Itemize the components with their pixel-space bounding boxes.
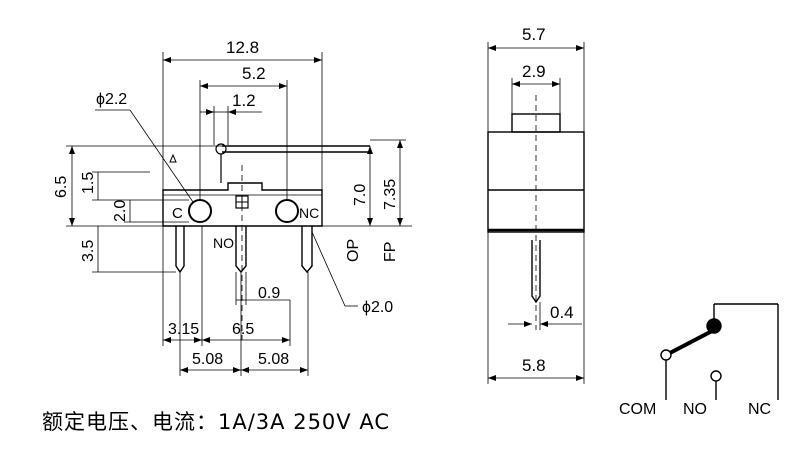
dim-left-pin-offset: 3.15 bbox=[168, 321, 199, 338]
pin-no bbox=[235, 226, 247, 274]
side-dimension-lines bbox=[487, 42, 585, 384]
terminal-label-no: NO bbox=[213, 235, 234, 251]
dim-side-width: 5.7 bbox=[522, 25, 546, 44]
switch-body bbox=[162, 182, 323, 227]
front-view bbox=[66, 52, 412, 376]
pin-nc bbox=[301, 226, 313, 274]
dim-hole-center: 2.0 bbox=[112, 200, 129, 222]
terminal-label-c: C bbox=[172, 205, 183, 222]
pin-com bbox=[175, 226, 185, 274]
side-pin bbox=[531, 240, 541, 304]
terminal-label-nc: NC bbox=[299, 205, 319, 221]
schematic-no-terminal bbox=[710, 370, 722, 382]
dim-pitch-left: 5.08 bbox=[192, 351, 223, 368]
dim-side-base: 5.8 bbox=[522, 356, 546, 375]
dimension-labels: 12.8 5.2 1.2 ϕ2.2 6.5 1.5 2.0 3.5 7.0 7.… bbox=[53, 25, 574, 375]
dim-hole-dia: ϕ2.2 bbox=[96, 91, 127, 108]
dim-pin-length: 3.5 bbox=[80, 240, 97, 262]
dim-pin-dia: ϕ2.0 bbox=[362, 299, 393, 316]
front-arrowheads bbox=[69, 57, 403, 373]
schematic-nc-contact bbox=[706, 318, 722, 334]
schematic-lever bbox=[667, 328, 715, 356]
lever-pivot bbox=[215, 143, 227, 155]
body-labels: C NC NO bbox=[172, 205, 319, 251]
schematic-labels: COM NO NC bbox=[619, 401, 771, 418]
dim-side-pin: 0.4 bbox=[550, 303, 574, 322]
dim-fp-height: 7.35 bbox=[382, 179, 399, 210]
mounting-hole-right bbox=[275, 199, 299, 223]
switch-schematic bbox=[660, 303, 779, 400]
side-view bbox=[487, 42, 585, 384]
dim-lever-offset: 1.2 bbox=[232, 91, 256, 110]
schematic-com-terminal bbox=[660, 349, 672, 361]
dim-hole-from-top: 1.5 bbox=[80, 172, 97, 194]
dim-pitch-right: 5.08 bbox=[258, 351, 289, 368]
dim-op-height: 7.0 bbox=[352, 184, 369, 206]
dim-height-body: 6.5 bbox=[53, 176, 70, 198]
rating-note: 额定电压、电流：1A/3A 250V AC bbox=[42, 410, 390, 434]
triangle-mark bbox=[169, 153, 177, 163]
schematic-label-no: NO bbox=[683, 401, 707, 418]
mounting-hole-left bbox=[188, 199, 212, 223]
dim-pin-spacing: 5.2 bbox=[242, 64, 266, 83]
dim-pin-gap: 0.9 bbox=[258, 285, 280, 302]
dim-width-total: 12.8 bbox=[226, 38, 259, 57]
dim-fp-label: FP bbox=[382, 242, 399, 262]
actuator-lever bbox=[222, 145, 370, 153]
front-dimension-lines bbox=[66, 52, 412, 376]
side-arrowheads bbox=[488, 45, 584, 381]
side-body bbox=[487, 131, 585, 233]
dim-center-pin: 6.5 bbox=[232, 321, 254, 338]
schematic-label-com: COM bbox=[619, 401, 656, 418]
dim-op-label: OP bbox=[345, 239, 362, 262]
dim-side-actuator: 2.9 bbox=[522, 62, 546, 81]
schematic-label-nc: NC bbox=[748, 401, 771, 418]
